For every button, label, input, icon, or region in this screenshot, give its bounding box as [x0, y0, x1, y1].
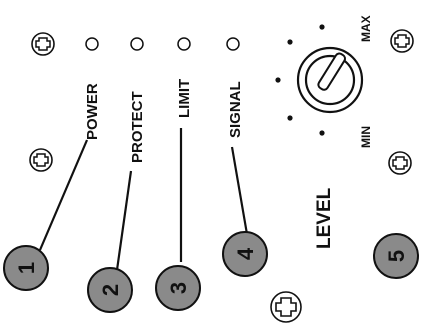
signal-led-icon: [226, 37, 240, 51]
callout-5-number: 5: [384, 250, 409, 262]
level-title: LEVEL: [314, 187, 335, 249]
screw-icon-top-right: [390, 29, 414, 53]
max-label: MAX: [359, 15, 373, 42]
power-label: POWER: [84, 83, 101, 140]
screw-icon-bottom: [270, 291, 302, 323]
level-knob: [296, 46, 364, 114]
protect-label: PROTECT: [129, 91, 146, 163]
leader-lines: [38, 128, 250, 271]
screw-icon-mid-right: [388, 151, 412, 175]
screw-icon-top-left: [31, 32, 55, 56]
callout-1: 1: [3, 245, 49, 291]
protect-led-icon: [130, 37, 144, 51]
min-label: MIN: [359, 126, 373, 148]
callout-2: 2: [87, 267, 133, 313]
level-scale-dots: [275, 24, 325, 136]
callout-1-number: 1: [14, 262, 39, 274]
limit-label: LIMIT: [176, 79, 193, 118]
callout-2-number: 2: [98, 284, 123, 296]
limit-led-icon: [177, 37, 191, 51]
level-knob-pointer: [317, 52, 347, 91]
callout-5: 5: [373, 233, 419, 279]
callout-4-number: 4: [233, 247, 258, 260]
callout-3: 3: [155, 265, 201, 311]
screw-icon-mid-left: [29, 148, 53, 172]
callout-4: 4: [222, 231, 268, 277]
signal-label: SIGNAL: [227, 81, 244, 138]
callout-3-number: 3: [166, 282, 191, 294]
power-led-icon: [85, 37, 99, 51]
